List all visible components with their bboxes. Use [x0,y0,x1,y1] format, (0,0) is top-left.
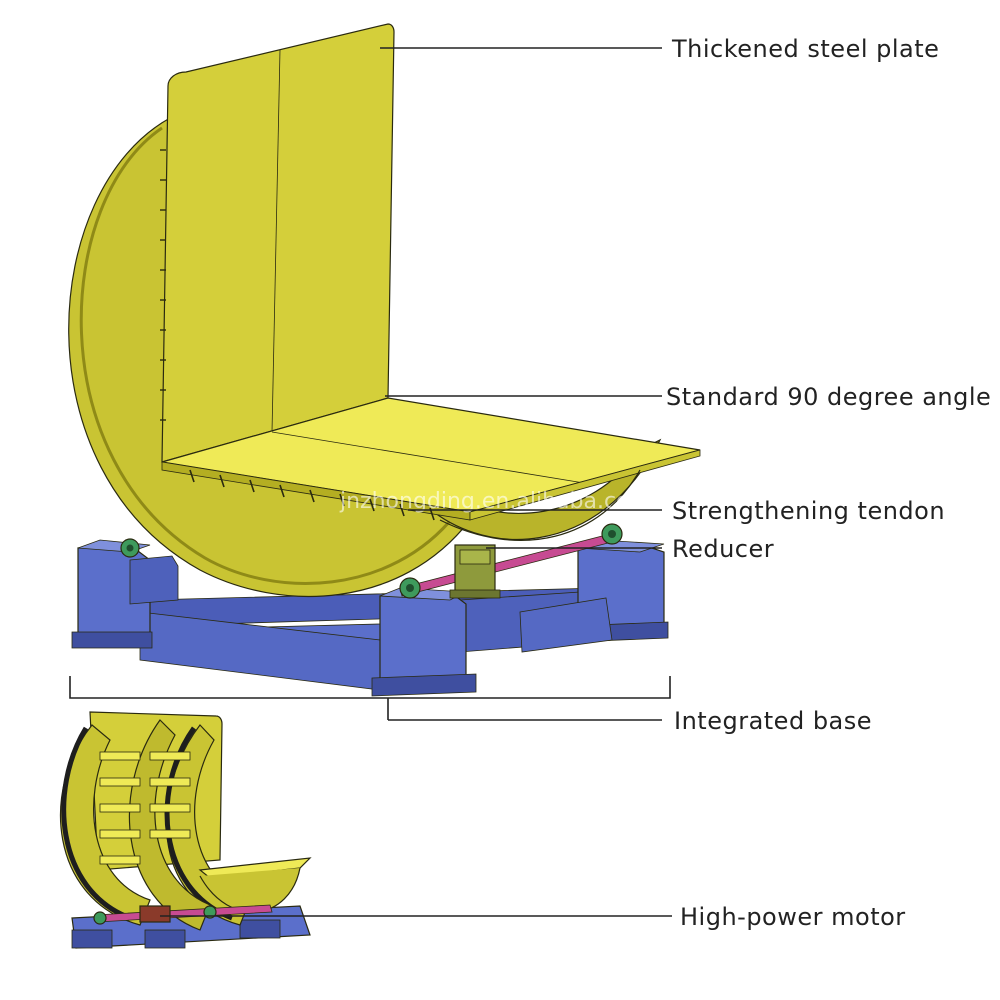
integrated-base-frame [71,539,669,697]
label-high-power-motor: High-power motor [680,903,906,931]
label-integrated-base: Integrated base [674,707,872,735]
callout-labels: Thickened steel plate Standard 90 degree… [666,35,991,931]
label-reducer: Reducer [672,535,774,563]
horizontal-deck-plate [161,397,701,541]
leader-lines [69,47,672,917]
main-upender-drawing: jnzhongding.en.alibaba.com [68,23,701,697]
drive-train [120,523,623,599]
label-strengthening-tendon: Strengthening tendon [672,497,945,525]
bracket-integrated-base [69,676,671,699]
label-standard-90-degree-angle: Standard 90 degree angle [666,383,991,411]
label-thickened-steel-plate: Thickened steel plate [671,35,939,63]
vertical-back-plate [160,23,395,463]
rear-view-drawing [59,711,312,949]
